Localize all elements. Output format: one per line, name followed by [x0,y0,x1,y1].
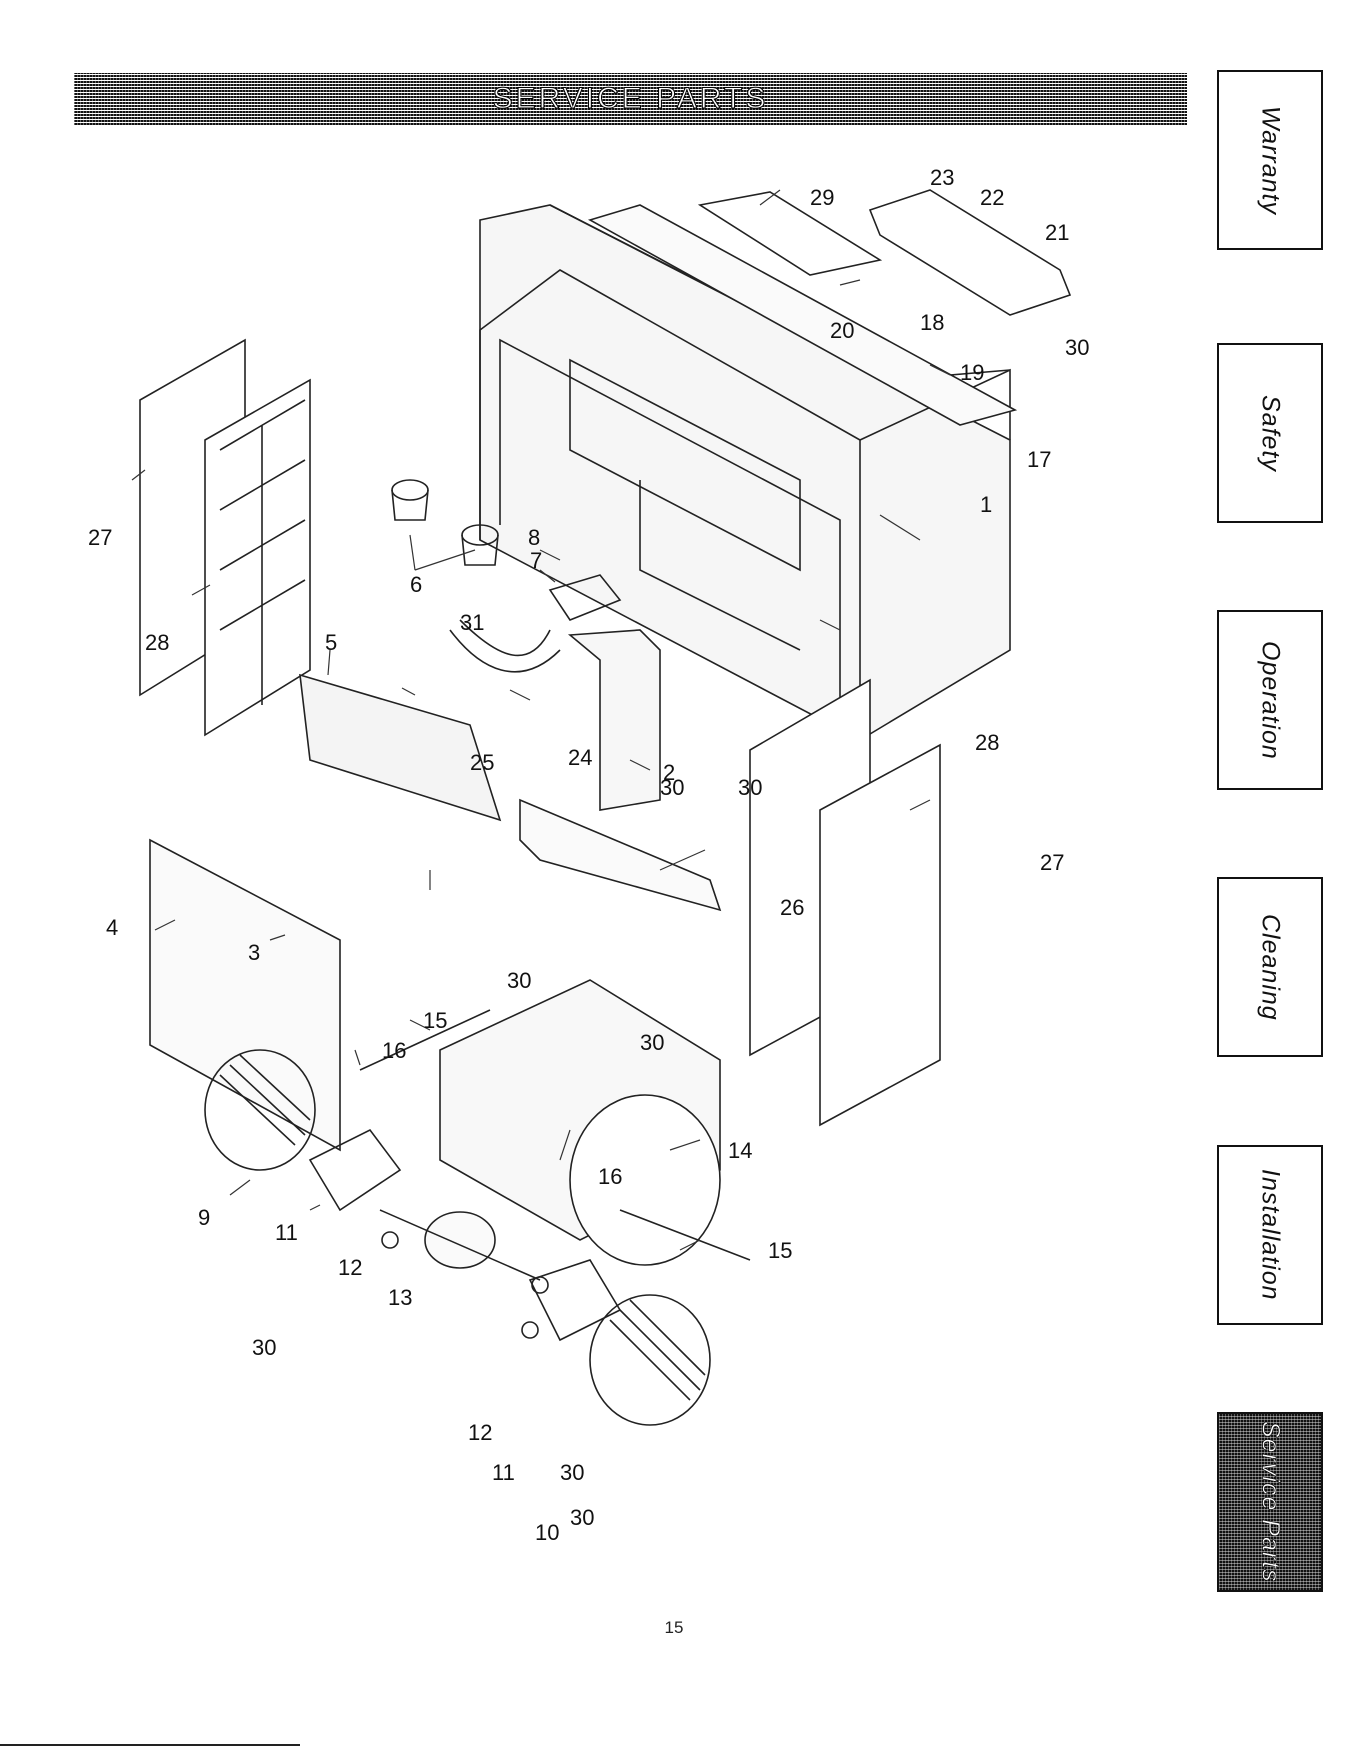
motor-plate [310,1130,400,1210]
callout-number: 27 [88,525,112,550]
callout-number: 26 [780,895,804,920]
duct [570,630,660,810]
tab-warranty[interactable]: Warranty [1217,70,1323,250]
bracket-21 [870,190,1070,315]
callout-number: 22 [980,185,1004,210]
callout-number: 7 [530,548,542,573]
tab-label: Installation [1256,1169,1285,1301]
motor [425,1212,495,1268]
tab-operation[interactable]: Operation [1217,610,1323,790]
tab-label: Safety [1256,395,1285,472]
tab-service-parts[interactable]: Service Parts [1217,1412,1323,1592]
callout-number: 8 [528,525,540,550]
tab-label: Operation [1256,641,1285,760]
callout-number: 16 [598,1164,622,1189]
callout-number: 29 [810,185,834,210]
callout-number: 10 [535,1520,559,1545]
footer-rule [0,1744,300,1746]
tab-label: Service Parts [1256,1421,1285,1583]
callout-number: 15 [423,1008,447,1033]
callout-number: 16 [382,1038,406,1063]
callout-number: 28 [145,630,169,655]
back-panel [150,840,340,1150]
callout-number: 30 [640,1030,664,1055]
callout-number: 3 [248,940,260,965]
callout-number: 18 [920,310,944,335]
callout-number: 1 [980,492,992,517]
callout-number: 15 [768,1238,792,1263]
callout-number: 6 [410,572,422,597]
callout-number: 11 [492,1460,515,1485]
callout-number: 30 [1065,335,1089,360]
isolator [382,1232,398,1248]
callout-number: 12 [468,1420,492,1445]
exploded-parts-diagram: 1 2 3 4 5 6 7 8 9 10 11 11 12 12 13 14 1… [80,150,1190,1570]
section-banner: SERVICE PARTS [74,73,1187,125]
callout-number: 19 [960,360,984,385]
callout-number: 25 [470,750,494,775]
damper [520,800,720,910]
callout-number: 17 [1027,447,1051,472]
callout-number: 31 [460,610,484,635]
tab-cleaning[interactable]: Cleaning [1217,877,1323,1057]
page-number: 15 [0,1618,1348,1638]
callout-number: 30 [507,968,531,993]
callout-number: 4 [106,915,118,940]
callout-number: 30 [570,1505,594,1530]
front-panel [300,675,500,820]
callout-number: 24 [568,745,592,770]
callout-number: 30 [660,775,684,800]
callout-number: 27 [1040,850,1064,875]
callout-number: 12 [338,1255,362,1280]
callout-number: 23 [930,165,954,190]
callout-number: 30 [738,775,762,800]
callout-number: 21 [1045,220,1069,245]
tab-label: Cleaning [1256,914,1285,1021]
callout-number: 30 [252,1335,276,1360]
tab-installation[interactable]: Installation [1217,1145,1323,1325]
callout-number: 20 [830,318,854,343]
tab-safety[interactable]: Safety [1217,343,1323,523]
callout-number: 11 [275,1220,298,1245]
callout-number: 13 [388,1285,412,1310]
filter-28-left [205,380,310,735]
callout-number: 14 [728,1138,752,1163]
lamp-socket [392,480,428,500]
filter-27-right [820,745,940,1125]
callout-number: 30 [560,1460,584,1485]
tab-label: Warranty [1256,106,1285,215]
callout-number: 9 [198,1205,210,1230]
callout-number: 28 [975,730,999,755]
section-title: SERVICE PARTS [493,82,769,116]
callout-number: 5 [325,630,337,655]
